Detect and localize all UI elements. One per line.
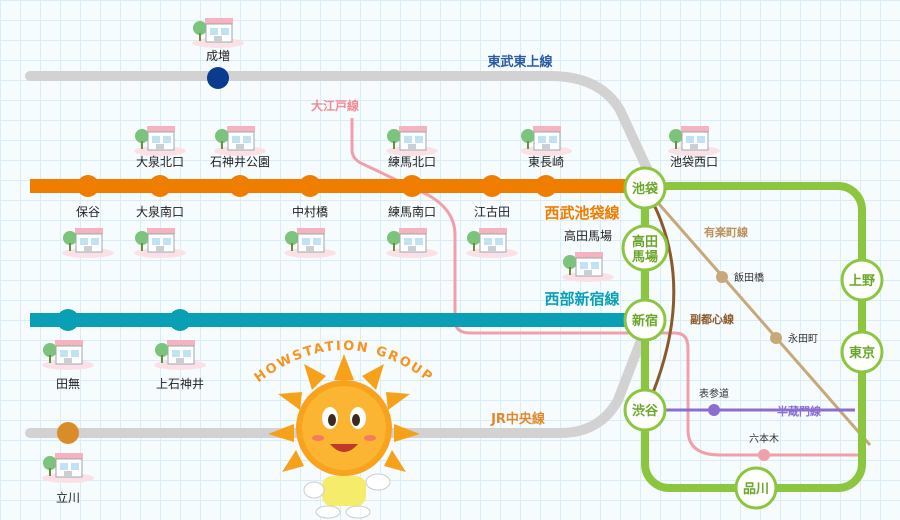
ring-station-ikebukuro[interactable] [623, 166, 667, 210]
store-building-icon [213, 125, 267, 157]
station-label-nerima-minamiguchi: 練馬南口 [388, 204, 436, 219]
store-building-icon [667, 125, 721, 157]
store-building-icon [385, 227, 439, 259]
station-label-oizumi-minamiguchi: 大泉南口 [136, 204, 184, 219]
ring-label-shibuya: 渋谷 [632, 403, 659, 419]
station-label-kami-shakujii: 上石神井 [156, 377, 204, 391]
line-label-oedo: 大江戸線 [311, 98, 359, 113]
station-label-tachikawa: 立川 [56, 490, 80, 505]
ring-station-shinjuku[interactable] [623, 298, 667, 342]
ring-label-takadanobaba-1: 高田 [632, 234, 658, 250]
station-dot-kamishakujii[interactable] [169, 309, 191, 331]
station-dot-roppongi[interactable] [758, 449, 770, 461]
store-building-icon [41, 339, 95, 371]
ring-station-shinagawa[interactable] [734, 466, 778, 510]
tobu-tojo-line [25, 71, 655, 180]
station-label-tanashi: 田無 [56, 376, 80, 391]
station-label-nerima-kitaguchi: 練馬北口 [388, 155, 436, 169]
station-label-ekoda: 江古田 [474, 204, 510, 219]
line-label-seibu-ikebukuro: 西武池袋線 [544, 204, 619, 222]
line-label-hanzomon: 半蔵門線 [777, 404, 821, 418]
ring-label-takadanobaba-2: 馬場 [632, 249, 658, 265]
ring-label-shinagawa: 品川 [743, 482, 769, 497]
ring-station-takadanobaba[interactable] [621, 224, 669, 272]
store-building-icon [191, 17, 245, 49]
station-label-nakamurabashi: 中村橋 [292, 204, 328, 219]
station-label-ikebukuro-nishiguchi: 池袋西口 [670, 155, 718, 169]
store-building-icon [153, 339, 207, 371]
yurakucho-line [643, 187, 872, 446]
station-label-iidabashi: 飯田橋 [734, 271, 764, 284]
ring-station-shibuya[interactable] [623, 388, 667, 432]
station-dot-nerima[interactable] [401, 175, 423, 197]
station-dot-tachikawa[interactable] [57, 422, 79, 444]
station-label-omotesando: 表参道 [699, 387, 729, 400]
sun-mascot-icon [268, 354, 420, 519]
store-building-icon [561, 251, 615, 283]
station-dot-narimasu[interactable] [207, 67, 229, 89]
station-label-nagatacho: 永田町 [788, 332, 818, 345]
station-dot-hoya[interactable] [77, 175, 99, 197]
line-label-fukutoshin: 副都心線 [690, 312, 734, 326]
station-dot-omotesando[interactable] [708, 404, 720, 416]
store-building-icon [41, 452, 95, 484]
station-label-narimasu: 成増 [206, 49, 230, 63]
station-dot-tanashi[interactable] [57, 309, 79, 331]
ring-label-tokyo: 東京 [849, 345, 875, 361]
jr-chuo-line [25, 325, 650, 438]
oedo-line [350, 118, 860, 457]
station-dot-iidabashi[interactable] [716, 271, 728, 283]
station-dot-shakujii[interactable] [229, 175, 251, 197]
store-building-icon [465, 227, 519, 259]
station-label-takadanobaba: 高田馬場 [564, 228, 612, 243]
station-dot-oizumi[interactable] [149, 175, 171, 197]
station-label-oizumi-kitaguchi: 大泉北口 [136, 155, 184, 169]
ring-label-ueno: 上野 [849, 274, 875, 289]
line-label-jr-chuo: JR中央線 [490, 411, 546, 427]
station-label-shakujii-koen: 石神井公園 [210, 155, 270, 169]
ring-label-ikebukuro: 池袋 [632, 181, 659, 197]
station-label-roppongi: 六本木 [749, 432, 779, 445]
store-building-icon [133, 125, 187, 157]
store-building-icon [61, 227, 115, 259]
ring-station-ueno[interactable] [840, 258, 884, 302]
fukutoshin-line [643, 187, 676, 401]
station-label-hoya: 保谷 [76, 205, 100, 219]
station-dot-nakamurabashi[interactable] [299, 175, 321, 197]
store-building-icon [385, 125, 439, 157]
store-building-icon [133, 227, 187, 259]
store-building-icon [519, 125, 573, 157]
line-label-tobu-tojo: 東武東上線 [487, 54, 553, 70]
station-dot-higashinagasaki[interactable] [535, 175, 557, 197]
station-dot-ekoda[interactable] [481, 175, 503, 197]
line-label-seibu-shinjuku: 西部新宿線 [544, 290, 619, 308]
station-label-higashi-nagasaki: 東長崎 [528, 155, 564, 169]
station-dot-nagatacho[interactable] [770, 332, 782, 344]
line-label-yurakucho: 有楽町線 [704, 225, 748, 239]
store-building-icon [283, 227, 337, 259]
ring-label-shinjuku: 新宿 [632, 313, 658, 329]
ring-station-tokyo[interactable] [840, 330, 884, 374]
